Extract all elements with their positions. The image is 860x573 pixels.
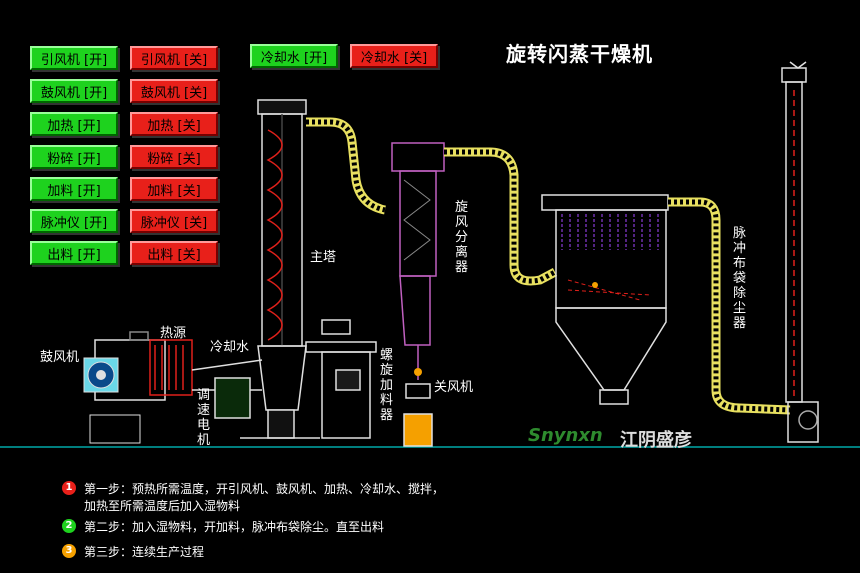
blower-off-button[interactable]: 鼓风机 [关] [130, 79, 218, 103]
screw-feeder [305, 319, 377, 439]
bag-filter [541, 194, 669, 405]
screw-feeder-label: 螺旋加料器 [380, 348, 394, 423]
pulse-bag-label: 脉冲布袋除尘器 [733, 226, 747, 331]
cyclone [391, 142, 445, 380]
chimney [781, 61, 819, 443]
step-2-badge: 2 [62, 519, 76, 533]
step-1-badge: 1 [62, 481, 76, 495]
blower-on-button[interactable]: 鼓风机 [开] [30, 79, 118, 103]
cyclone-label: 旋风分离器 [455, 200, 469, 275]
heating-on-button[interactable]: 加热 [开] [30, 112, 118, 136]
main-tower [257, 99, 307, 347]
step-2: 2 第二步：加入湿物料，开加料，脉冲布袋除尘。直至出料 [62, 518, 384, 535]
page-title: 旋转闪蒸干燥机 [506, 42, 653, 66]
induced-fan-off-button[interactable]: 引风机 [关] [130, 46, 218, 70]
duct-filter-chimney [668, 197, 791, 415]
discharge-off-button[interactable]: 出料 [关] [130, 241, 218, 265]
heat-source-label: 热源 [160, 326, 187, 341]
brand-logo-cn: 江阴盛彦 [620, 430, 692, 451]
close-fan-label: 关风机 [434, 380, 474, 395]
pulse-off-button[interactable]: 脉冲仪 [关] [130, 209, 218, 233]
heating-off-button[interactable]: 加热 [关] [130, 112, 218, 136]
step-1: 1 第一步：预热所需温度，开引风机、鼓风机、加热、冷却水、搅拌， 加热至所需温度… [62, 480, 444, 514]
step-3-badge: 3 [62, 544, 76, 558]
discharge-on-button[interactable]: 出料 [开] [30, 241, 118, 265]
step-3: 3 第三步：连续生产过程 [62, 543, 204, 560]
close-fan [403, 383, 433, 447]
brand-logo-latin: Snynxn [528, 425, 603, 446]
induced-fan-on-button[interactable]: 引风机 [开] [30, 46, 118, 70]
crush-off-button[interactable]: 粉碎 [关] [130, 145, 218, 169]
step-1-text-2: 加热至所需温度后加入湿物料 [84, 499, 241, 513]
feed-on-button[interactable]: 加料 [开] [30, 177, 118, 201]
speed-motor-label: 调速电机 [197, 388, 211, 448]
cooling-water-label: 冷却水 [210, 340, 250, 355]
step-2-text: 第二步：加入湿物料，开加料，脉冲布袋除尘。直至出料 [84, 520, 385, 534]
main-tower-label: 主塔 [310, 250, 337, 265]
blower [83, 357, 141, 444]
cooling-water-off-button[interactable]: 冷却水 [关] [350, 44, 438, 68]
blower-label: 鼓风机 [40, 350, 80, 365]
cooling-water-on-button[interactable]: 冷却水 [开] [250, 44, 338, 68]
crush-on-button[interactable]: 粉碎 [开] [30, 145, 118, 169]
duct-tower-cyclone [306, 117, 387, 215]
pulse-on-button[interactable]: 脉冲仪 [开] [30, 209, 118, 233]
step-1-text: 第一步：预热所需温度，开引风机、鼓风机、加热、冷却水、搅拌， [84, 482, 445, 496]
step-3-text: 第三步：连续生产过程 [84, 545, 205, 559]
speed-motor [214, 345, 320, 439]
feed-off-button[interactable]: 加料 [关] [130, 177, 218, 201]
